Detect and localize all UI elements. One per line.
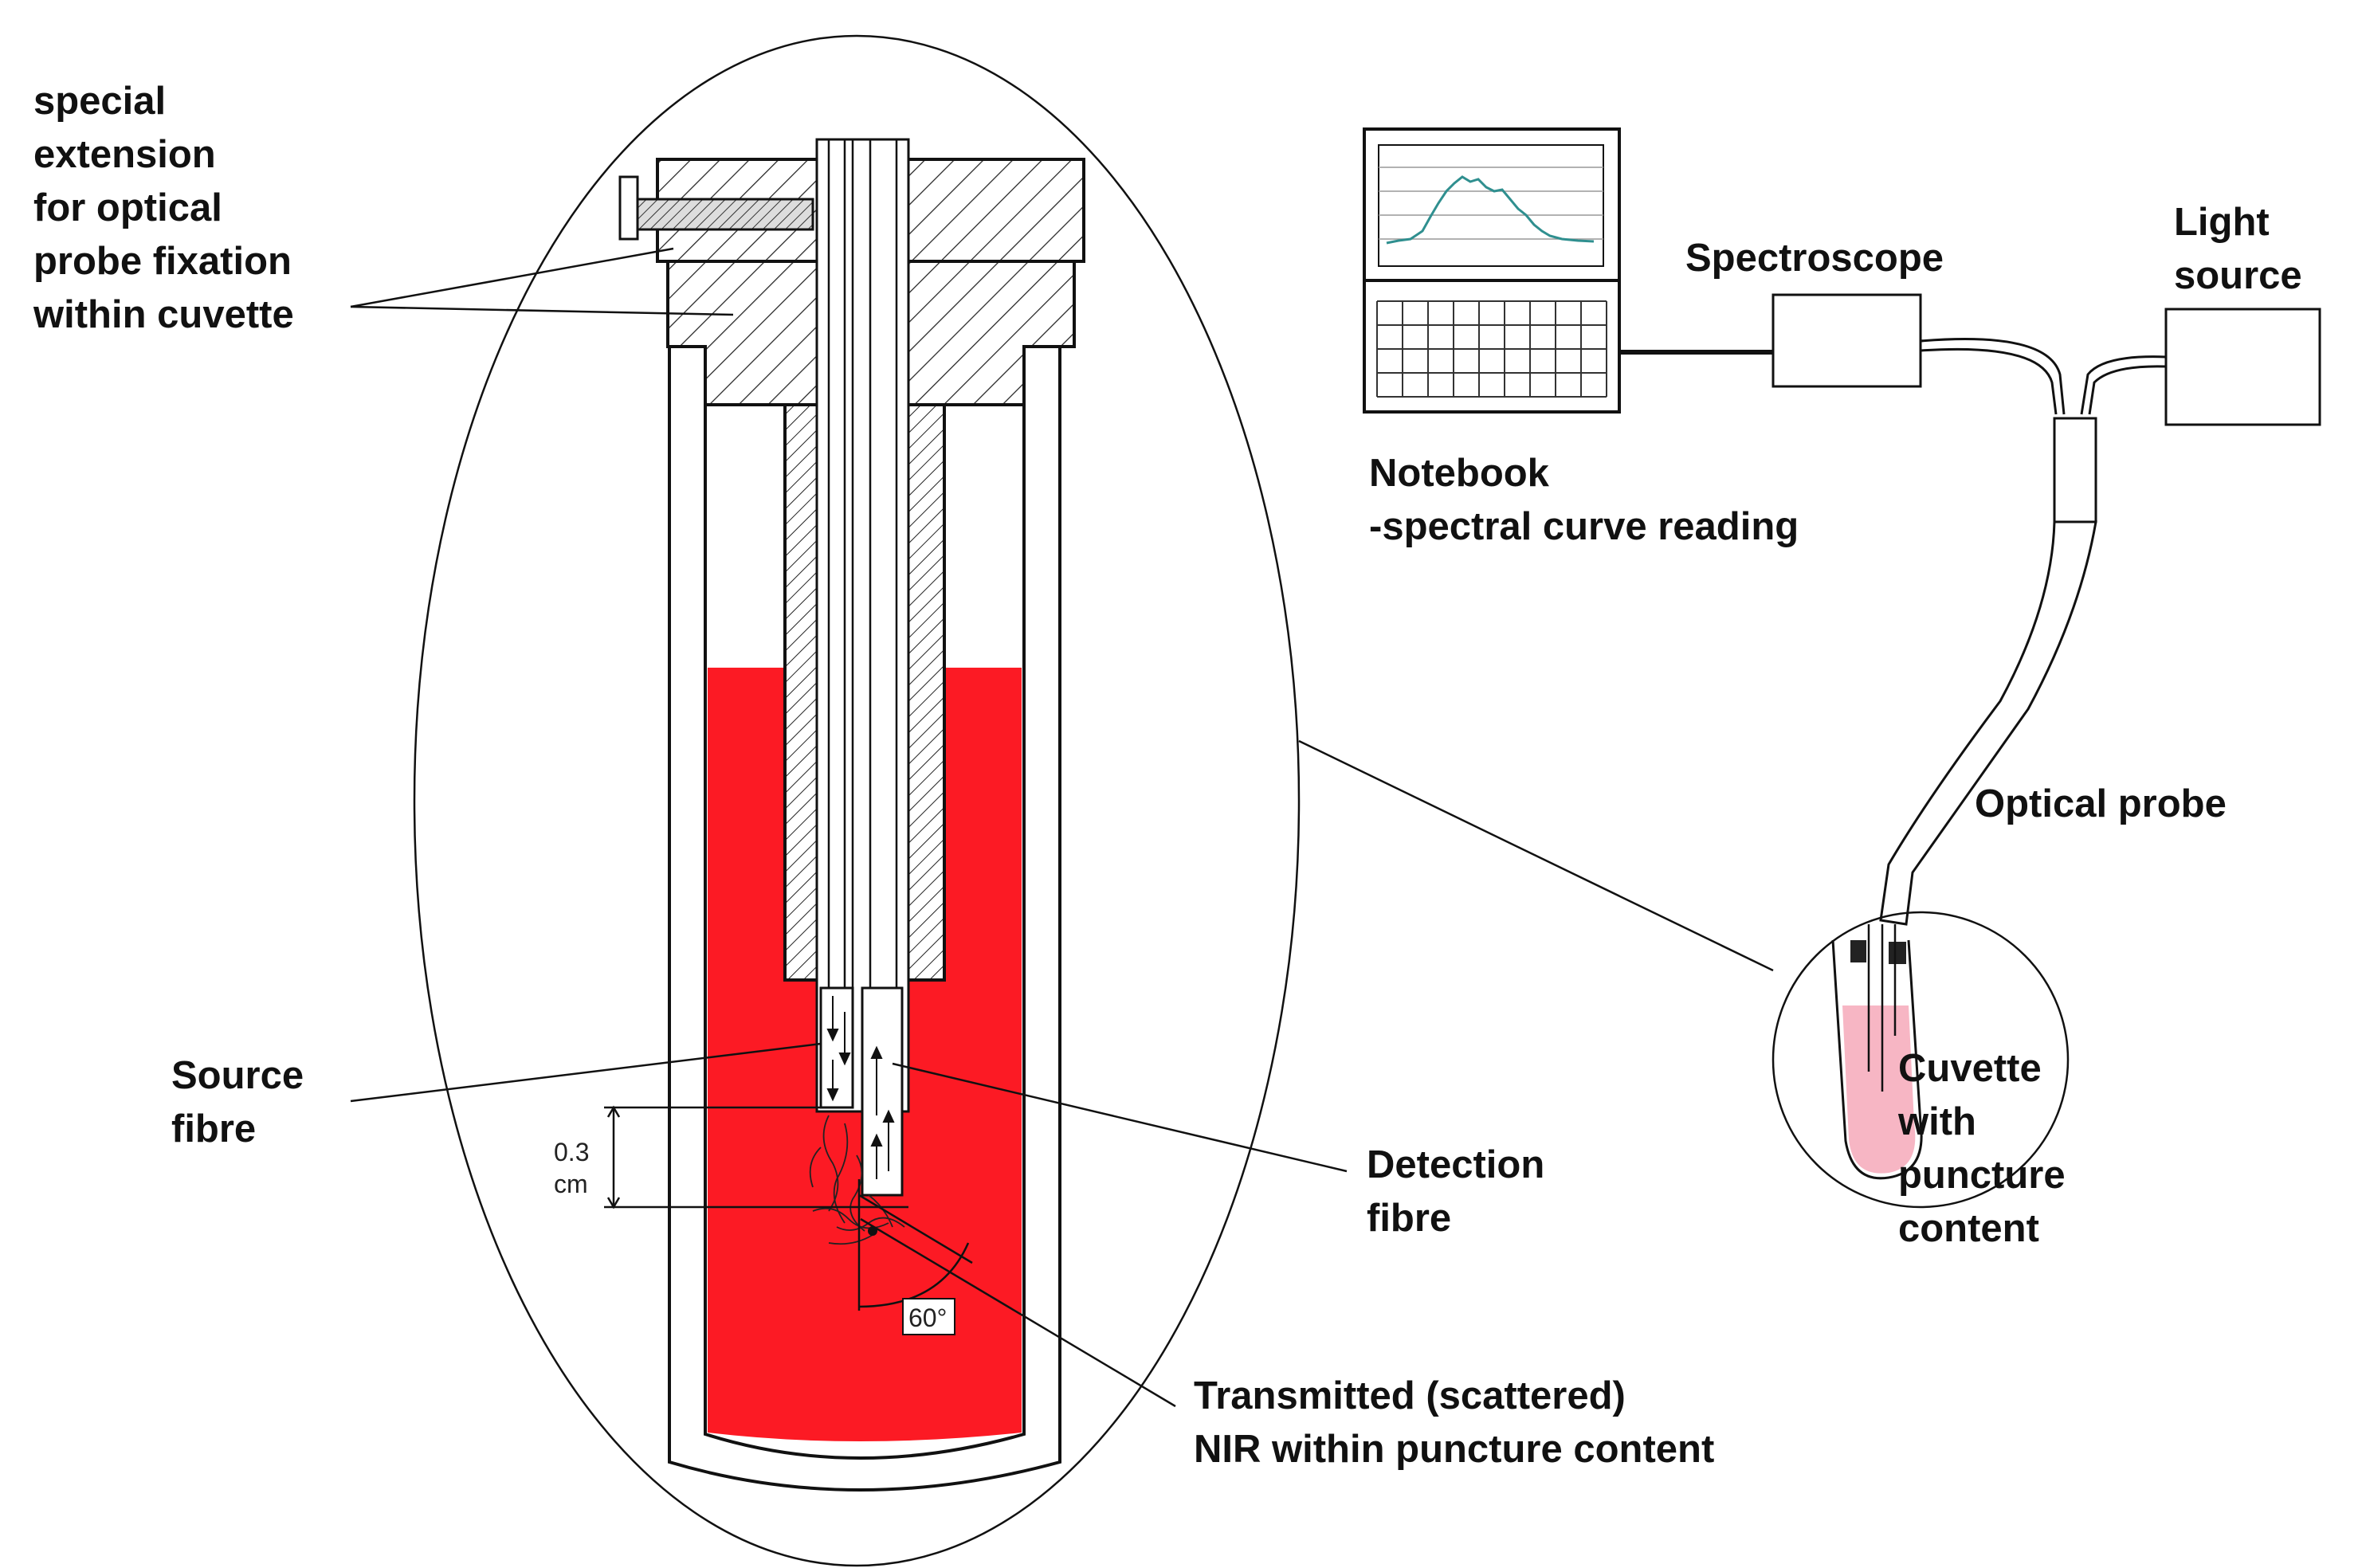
keyboard-grid: [1376, 300, 1607, 398]
notebook: [1363, 127, 1621, 414]
leader-lines: [350, 247, 1774, 1408]
transmitted-line-1: Transmitted (scattered): [1194, 1374, 1626, 1417]
optical-probe-label: Optical probe: [1975, 782, 2227, 825]
fixation-screw: [628, 198, 814, 231]
probe-body: [1879, 520, 2097, 926]
light-path-arrows: [826, 996, 895, 1179]
notebook-line-2: -spectral curve reading: [1369, 505, 1799, 548]
small-cuvette-glass: [1831, 939, 1923, 1180]
source-fibre-line-2: fibre: [171, 1107, 256, 1151]
angle-value: 60°: [908, 1303, 947, 1332]
magnified-cuvette: 0.3 cm 60°: [413, 34, 1301, 1567]
spectrum-curve: [1386, 175, 1595, 245]
cuvette-line-1: Cuvette: [1898, 1047, 2042, 1090]
source-fibre-line-1: Source: [171, 1054, 304, 1097]
small-cuvette-liquid: [1842, 1005, 1916, 1174]
screw-head: [618, 175, 639, 241]
magnification-circle: [1772, 911, 2070, 1209]
cuvette-label: Cuvette with puncture content: [1897, 1047, 2076, 1250]
transmitted-line-2: NIR within puncture content: [1194, 1428, 1714, 1471]
fibre-cables: [1920, 338, 2167, 415]
cuvette-line-3: puncture: [1898, 1154, 2066, 1197]
notebook-screen: [1378, 144, 1604, 267]
spectroscope-box: [1772, 293, 1922, 388]
detection-fibre-label: Detection fibre: [1367, 1143, 1556, 1240]
source-fibre-label: Source fibre: [171, 1054, 315, 1151]
extension-line-1: special: [33, 80, 166, 123]
notebook-line-1: Notebook: [1369, 452, 1550, 495]
angle-box: [902, 1298, 955, 1335]
notebook-keyboard: [1363, 279, 1621, 414]
extension-label: special extension for optical probe fixa…: [33, 80, 303, 336]
extension-line-4: probe fixation: [33, 240, 292, 283]
distance-value: 0.3: [554, 1138, 589, 1166]
cuvette-line-2: with: [1897, 1100, 1976, 1143]
extension-line-2: extension: [33, 133, 216, 176]
transmitted-label: Transmitted (scattered) NIR within punct…: [1194, 1374, 1714, 1471]
small-cuvette: [1772, 911, 2070, 1209]
light-source-line-2: source: [2174, 254, 2302, 297]
angle-indicator: 60°: [857, 1179, 973, 1335]
probe-bore: [815, 138, 910, 1113]
distance-dimension: 0.3 cm: [554, 1105, 908, 1209]
notebook-label: Notebook -spectral curve reading: [1369, 452, 1799, 548]
small-cuvette-cap-right: [1889, 942, 1906, 964]
cuvette-line-4: content: [1898, 1207, 2039, 1250]
light-source-label: Light source: [2174, 201, 2302, 297]
magnification-ellipse: [413, 34, 1301, 1567]
optical-probe: [1879, 417, 2097, 926]
small-cuvette-cap-left: [1850, 940, 1866, 962]
extension-line-5: within cuvette: [33, 293, 294, 336]
light-source-line-1: Light: [2174, 201, 2270, 244]
distance-unit: cm: [554, 1170, 588, 1198]
spectroscope-label: Spectroscope: [1685, 237, 1944, 280]
detection-fibre-line-2: fibre: [1367, 1197, 1451, 1240]
source-fibre-tip: [819, 986, 854, 1109]
detection-fibre-line-1: Detection: [1367, 1143, 1544, 1186]
light-source-box: [2164, 308, 2321, 426]
detection-fibre-tip: [861, 986, 904, 1197]
extension-line-3: for optical: [33, 186, 222, 229]
probe-connector: [2053, 417, 2097, 523]
